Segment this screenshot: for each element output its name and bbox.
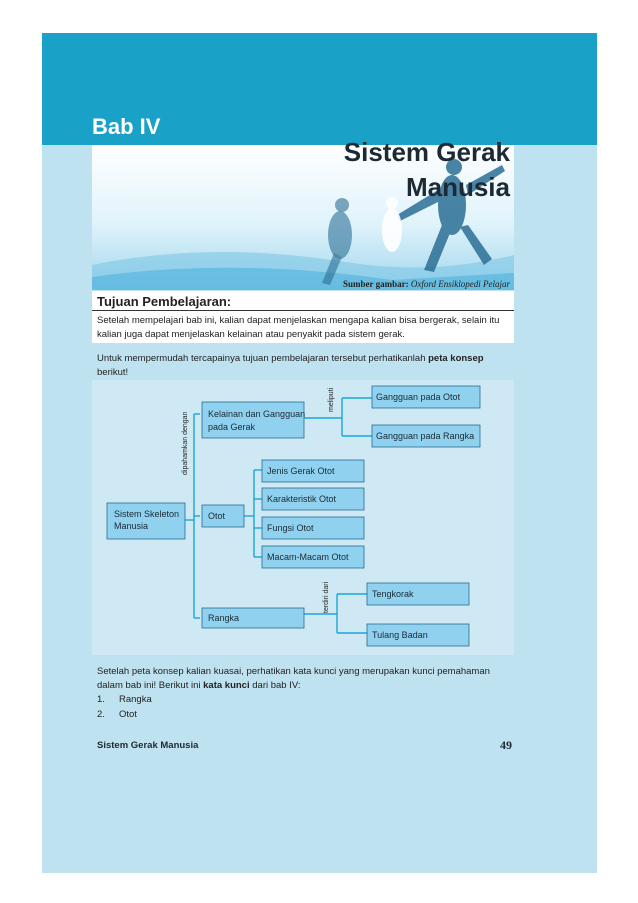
intro-bold: peta konsep <box>428 353 484 364</box>
node-macam-macam-otot-label: Macam-Macam Otot <box>267 552 349 562</box>
header-band <box>42 33 597 145</box>
objectives-heading: Tujuan Pembelajaran: <box>97 294 232 309</box>
node-gangguan-rangka-label: Gangguan pada Rangka <box>376 431 474 441</box>
keyword-text: Rangka <box>119 694 152 705</box>
concept-map: dipahamkan dengan meliputi terdiri dari … <box>92 380 514 655</box>
node-otot: Otot <box>201 504 245 528</box>
objectives-divider <box>92 310 514 311</box>
node-fungsi-otot-label: Fungsi Otot <box>267 523 314 533</box>
intro-after: berikut! <box>97 367 129 378</box>
node-macam-macam-otot: Macam-Macam Otot <box>261 545 365 569</box>
node-root: Sistem Skeleton Manusia <box>106 502 186 540</box>
node-kelainan: Kelainan dan Gangguan pada Gerak <box>201 401 305 439</box>
objectives-box <box>92 291 514 343</box>
node-gangguan-rangka: Gangguan pada Rangka <box>371 424 481 448</box>
node-kelainan-line1: Kelainan dan Gangguan <box>208 409 305 419</box>
node-otot-label: Otot <box>208 511 226 521</box>
keyword-number: 2. <box>97 709 105 720</box>
node-karakteristik-otot-label: Karakteristik Otot <box>267 494 337 504</box>
keywords-intro-before: Setelah peta konsep kalian kuasai, perha… <box>97 666 490 691</box>
node-tengkorak-label: Tengkorak <box>372 589 414 599</box>
keywords-intro-after: dari bab IV: <box>249 680 301 691</box>
footer-title: Sistem Gerak Manusia <box>97 740 199 751</box>
node-rangka: Rangka <box>201 607 305 629</box>
intro-before: Untuk mempermudah tercapainya tujuan pem… <box>97 353 429 364</box>
node-root-line1: Sistem Skeleton <box>114 509 179 519</box>
node-gangguan-otot: Gangguan pada Otot <box>371 385 481 409</box>
node-karakteristik-otot: Karakteristik Otot <box>261 487 365 511</box>
node-tengkorak: Tengkorak <box>366 582 470 606</box>
node-tulang-badan-label: Tulang Badan <box>372 630 428 640</box>
node-kelainan-line2: pada Gerak <box>208 422 256 432</box>
objectives-text: Setelah mempelajari bab ini, kalian dapa… <box>97 315 500 340</box>
node-jenis-gerak-otot-label: Jenis Gerak Otot <box>267 466 335 476</box>
chapter-number: Bab IV <box>92 114 161 139</box>
node-gangguan-otot-label: Gangguan pada Otot <box>376 392 461 402</box>
keyword-item: 1. Rangka <box>97 694 152 705</box>
keywords-intro-bold: kata kunci <box>203 680 250 691</box>
node-fungsi-otot: Fungsi Otot <box>261 516 365 540</box>
node-rangka-label: Rangka <box>208 613 239 623</box>
image-source-label: Sumber gambar: <box>343 279 409 289</box>
keyword-item: 2. Otot <box>97 709 137 720</box>
page-number: 49 <box>500 738 512 752</box>
node-root-line2: Manusia <box>114 521 148 531</box>
chapter-title-line2: Manusia <box>405 172 510 202</box>
chapter-photo <box>92 145 514 290</box>
concept-map-intro: Untuk mempermudah tercapainya tujuan pem… <box>97 352 512 380</box>
relation-label-rangka: terdiri dari <box>323 581 330 613</box>
node-jenis-gerak-otot: Jenis Gerak Otot <box>261 459 365 483</box>
image-source-value: Oxford Ensiklopedi Pelajar <box>410 279 510 289</box>
relation-label-root: dipahamkan dengan <box>182 411 189 475</box>
node-tulang-badan: Tulang Badan <box>366 623 470 647</box>
chapter-title-line1: Sistem Gerak <box>343 137 510 167</box>
image-source: Sumber gambar: Oxford Ensiklopedi Pelaja… <box>260 279 510 289</box>
concept-map-edges <box>185 397 372 634</box>
relation-label-kelainan: meliputi <box>328 387 335 412</box>
keyword-text: Otot <box>119 709 137 720</box>
concept-map-svg: dipahamkan dengan meliputi terdiri dari … <box>106 385 481 647</box>
dancers-illustration <box>92 159 514 290</box>
keywords-intro: Setelah peta konsep kalian kuasai, perha… <box>97 665 512 693</box>
keyword-number: 1. <box>97 694 105 705</box>
